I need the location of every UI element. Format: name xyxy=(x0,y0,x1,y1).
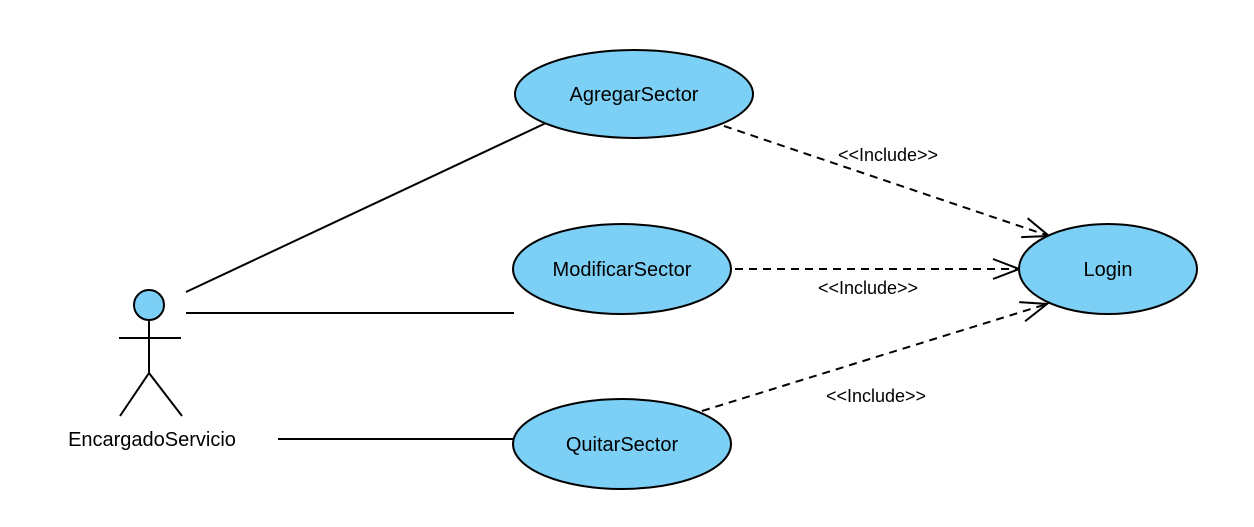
include-arrow-agregar-login xyxy=(723,125,1049,236)
include-label-agregar: <<Include>> xyxy=(838,145,938,165)
use-case-label: QuitarSector xyxy=(566,434,679,456)
use-case-label: ModificarSector xyxy=(553,259,692,281)
use-case-agregar-sector[interactable]: AgregarSector xyxy=(514,49,754,139)
use-case-modificar-sector[interactable]: ModificarSector xyxy=(512,223,732,315)
include-label-modificar: <<Include>> xyxy=(818,278,918,298)
actor-name: EncargadoServicio xyxy=(68,429,236,451)
association-agregar xyxy=(185,122,547,293)
actor-head xyxy=(133,289,165,321)
use-case-login[interactable]: Login xyxy=(1018,223,1198,315)
actor-left-leg xyxy=(119,372,150,417)
include-arrow-quitar-login xyxy=(701,304,1047,412)
use-case-label: Login xyxy=(1084,259,1133,281)
use-case-quitar-sector[interactable]: QuitarSector xyxy=(512,398,732,490)
use-case-label: AgregarSector xyxy=(570,84,699,106)
include-label-quitar: <<Include>> xyxy=(826,386,926,406)
actor-right-leg xyxy=(148,372,183,417)
actor-encargado-servicio[interactable]: EncargadoServicio xyxy=(68,289,236,451)
